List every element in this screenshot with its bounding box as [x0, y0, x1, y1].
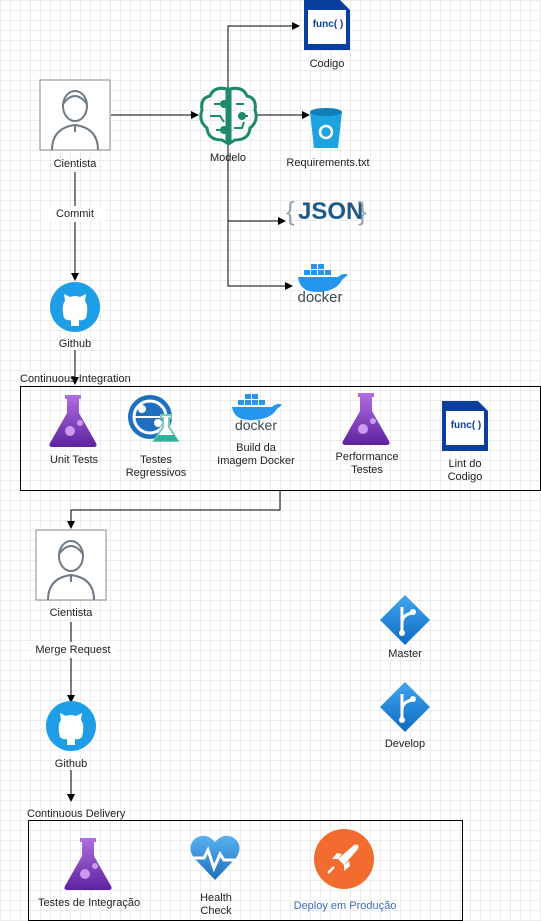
- scientist-label: Cientista: [53, 158, 97, 170]
- performance-tests-label-1: Performance: [335, 451, 399, 463]
- docker-logo-text-top: docker: [297, 289, 343, 306]
- deploy-label: Deploy em Produção: [293, 900, 397, 912]
- code-label: Codigo: [309, 58, 345, 70]
- regression-tests-label-2: Regressivos: [125, 467, 187, 479]
- unit-tests-flask-icon: [49, 395, 97, 447]
- docker-logo-text-ci: docker: [234, 417, 278, 433]
- scientist-avatar-icon: [39, 79, 111, 151]
- json-brace-open: {: [286, 196, 295, 226]
- lint-icon-text: func( ): [450, 420, 482, 431]
- code-icon-text: func( ): [312, 19, 344, 30]
- lint-func-icon: [442, 401, 488, 451]
- health-check-label-1: Health: [200, 892, 232, 904]
- ci-title: Continuous Integration: [20, 373, 131, 385]
- scientist-avatar-icon-2: [35, 529, 107, 601]
- edge-model-to-docker: [227, 145, 293, 290]
- edge-model-to-code: [227, 22, 300, 88]
- build-docker-label-2: Imagem Docker: [217, 455, 295, 467]
- master-label: Master: [388, 648, 422, 660]
- develop-branch-icon: [380, 682, 430, 732]
- build-docker-label-1: Build da: [236, 442, 276, 454]
- commit-edge-label: Commit: [44, 208, 106, 221]
- regression-tests-label-1: Testes: [140, 454, 172, 466]
- scientist-label-2: Cientista: [49, 607, 93, 619]
- github-octocat-icon: [50, 282, 100, 332]
- health-check-heart-icon: [190, 835, 240, 880]
- health-check-label-2: Check: [200, 905, 232, 917]
- docker-whale-icon-top: [298, 264, 348, 292]
- model-brain-icon: [199, 86, 258, 146]
- github-octocat-icon-2: [46, 701, 96, 751]
- code-func-icon: [304, 0, 350, 50]
- connectors: [67, 22, 310, 802]
- cd-title: Continuous Delivery: [27, 808, 126, 820]
- deploy-rocket-icon: [314, 829, 374, 889]
- docker-whale-icon-ci: [232, 394, 282, 420]
- model-label: Modelo: [209, 152, 247, 164]
- requirements-label: Requirements.txt: [286, 157, 370, 169]
- unit-tests-label: Unit Tests: [49, 454, 99, 466]
- integration-tests-label: Testes de Integração: [37, 897, 141, 909]
- edge-ci-to-scientist: [67, 490, 281, 529]
- github-label: Github: [58, 338, 92, 350]
- integration-tests-flask-icon: [64, 838, 112, 890]
- requirements-bucket-icon: [310, 108, 342, 148]
- lint-label-2: Codigo: [447, 471, 483, 483]
- regression-tests-globe-icon: [128, 395, 180, 442]
- performance-tests-label-2: Testes: [351, 464, 383, 476]
- master-branch-icon: [380, 595, 430, 645]
- merge-request-edge-label: Merge Request: [30, 644, 116, 657]
- github-label-2: Github: [54, 758, 88, 770]
- lint-label-1: Lint do: [448, 458, 482, 470]
- performance-tests-flask-icon: [342, 393, 390, 445]
- json-text: JSON: [298, 198, 364, 225]
- json-logo: { JSON }: [286, 196, 370, 228]
- json-brace-close: }: [358, 196, 367, 226]
- develop-label: Develop: [384, 738, 426, 750]
